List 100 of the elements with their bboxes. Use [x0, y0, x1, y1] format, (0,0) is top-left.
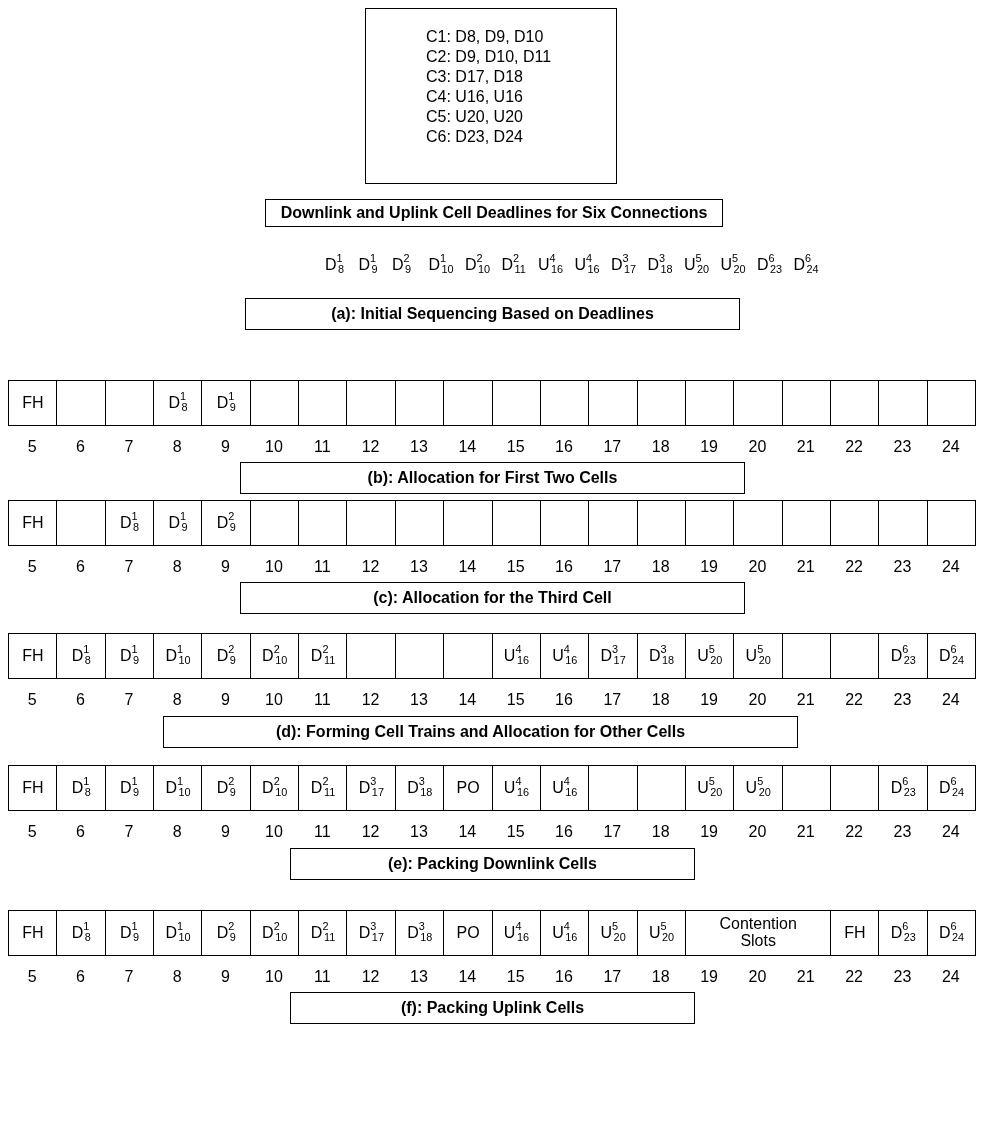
slot-number: 19 [699, 558, 719, 576]
caption-box: (e): Packing Downlink Cells [290, 848, 695, 880]
slot-number: 17 [602, 823, 623, 841]
slot-number: 9 [220, 968, 231, 986]
slot-number: 20 [747, 438, 768, 456]
slot-number: 20 [747, 968, 768, 986]
slot-number: 7 [123, 968, 135, 986]
slot-number: 6 [75, 968, 86, 986]
slot-number: 6 [75, 823, 86, 841]
slot-number: 11 [312, 968, 332, 986]
slot-number: 6 [75, 438, 86, 456]
slot-number: 14 [457, 438, 478, 456]
slot-number: 22 [844, 968, 864, 986]
slot-cell: PO [443, 765, 493, 811]
slot-number: 10 [264, 691, 284, 709]
caption-box: (d): Forming Cell Trains and Allocation for Other Cells [163, 716, 798, 748]
slot-number: 12 [360, 691, 381, 709]
slot-number: 21 [795, 968, 816, 986]
slot-number: 8 [171, 968, 183, 986]
slot-number: 12 [360, 558, 381, 576]
slot-number: 16 [554, 438, 574, 456]
slot-number: 18 [650, 691, 671, 709]
slot-number: 23 [892, 823, 913, 841]
slot-number: 9 [220, 823, 231, 841]
slot-number: 15 [505, 823, 526, 841]
slot-number: 17 [602, 691, 623, 709]
slot-number: 18 [650, 558, 671, 576]
slot-number: 20 [747, 558, 768, 576]
slot-number: 23 [892, 691, 913, 709]
connection-list-box [365, 8, 617, 184]
slot-number: 9 [220, 438, 231, 456]
slot-number: 10 [264, 823, 284, 841]
slot-number: 11 [312, 691, 332, 709]
slot-number: 14 [457, 558, 478, 576]
slot-number: 5 [26, 691, 38, 709]
slot-number: 11 [312, 823, 332, 841]
slot-number: 21 [795, 691, 816, 709]
slot-number: 21 [795, 558, 816, 576]
slot-number: 12 [360, 438, 381, 456]
slot-number: 9 [220, 558, 231, 576]
caption-box: (c): Allocation for the Third Cell [240, 582, 745, 614]
slot-cell: Contention Slots [684, 910, 832, 956]
caption-box: (b): Allocation for First Two Cells [240, 462, 745, 494]
slot-number: 19 [699, 691, 719, 709]
slot-number: 15 [505, 558, 526, 576]
list-line: C4: U16, U16 [426, 87, 524, 107]
slot-number: 7 [123, 558, 135, 576]
slot-number: 24 [940, 438, 961, 456]
slot-number: 17 [602, 558, 623, 576]
slot-number: 6 [75, 691, 86, 709]
slot-number: 15 [505, 968, 526, 986]
slot-number: 5 [26, 968, 38, 986]
slot-number: 7 [123, 691, 135, 709]
slot-number: 7 [123, 823, 135, 841]
slot-number: 22 [844, 823, 864, 841]
slot-number: 5 [26, 558, 38, 576]
slot-number: 22 [844, 558, 864, 576]
slot-number: 18 [650, 968, 671, 986]
slot-number: 20 [747, 823, 768, 841]
slot-number: 11 [312, 438, 332, 456]
slot-number: 12 [360, 968, 381, 986]
slot-number: 20 [747, 691, 768, 709]
slot-number: 15 [505, 438, 526, 456]
caption-box: Downlink and Uplink Cell Deadlines for Six Connections [265, 199, 723, 227]
slot-number: 13 [409, 968, 429, 986]
slot-number: 14 [457, 691, 478, 709]
slot-number: 21 [795, 823, 816, 841]
slot-cell: FH [8, 765, 58, 811]
slot-number: 23 [892, 558, 913, 576]
slot-number: 23 [892, 438, 913, 456]
slot-number: 8 [171, 558, 183, 576]
slot-number: 8 [171, 438, 183, 456]
slot-number: 18 [650, 438, 671, 456]
slot-number: 18 [650, 823, 671, 841]
slot-number: 19 [699, 968, 719, 986]
list-line: C5: U20, U20 [426, 107, 524, 127]
slot-number: 8 [171, 691, 183, 709]
slot-cell: FH [8, 380, 58, 426]
slot-number: 16 [554, 968, 574, 986]
slot-number: 17 [602, 968, 623, 986]
slot-number: 14 [457, 968, 478, 986]
slot-number: 24 [940, 823, 961, 841]
slot-number: 8 [171, 823, 183, 841]
list-line: C2: D9, D10, D11 [426, 47, 553, 67]
slot-number: 23 [892, 968, 913, 986]
slot-number: 16 [554, 823, 574, 841]
slot-number: 13 [409, 691, 429, 709]
slot-cell: FH [8, 910, 58, 956]
slot-number: 7 [123, 438, 135, 456]
list-line: C6: D23, D24 [426, 127, 524, 147]
caption-box: (f): Packing Uplink Cells [290, 992, 695, 1024]
slot-number: 24 [940, 558, 961, 576]
slot-number: 13 [409, 823, 429, 841]
slot-number: 24 [940, 691, 961, 709]
slot-number: 12 [360, 823, 381, 841]
slot-number: 5 [26, 438, 38, 456]
slot-number: 9 [220, 691, 231, 709]
slot-number: 16 [554, 558, 574, 576]
list-line: C3: D17, D18 [426, 67, 524, 87]
list-line: C1: D8, D9, D10 [426, 27, 545, 47]
